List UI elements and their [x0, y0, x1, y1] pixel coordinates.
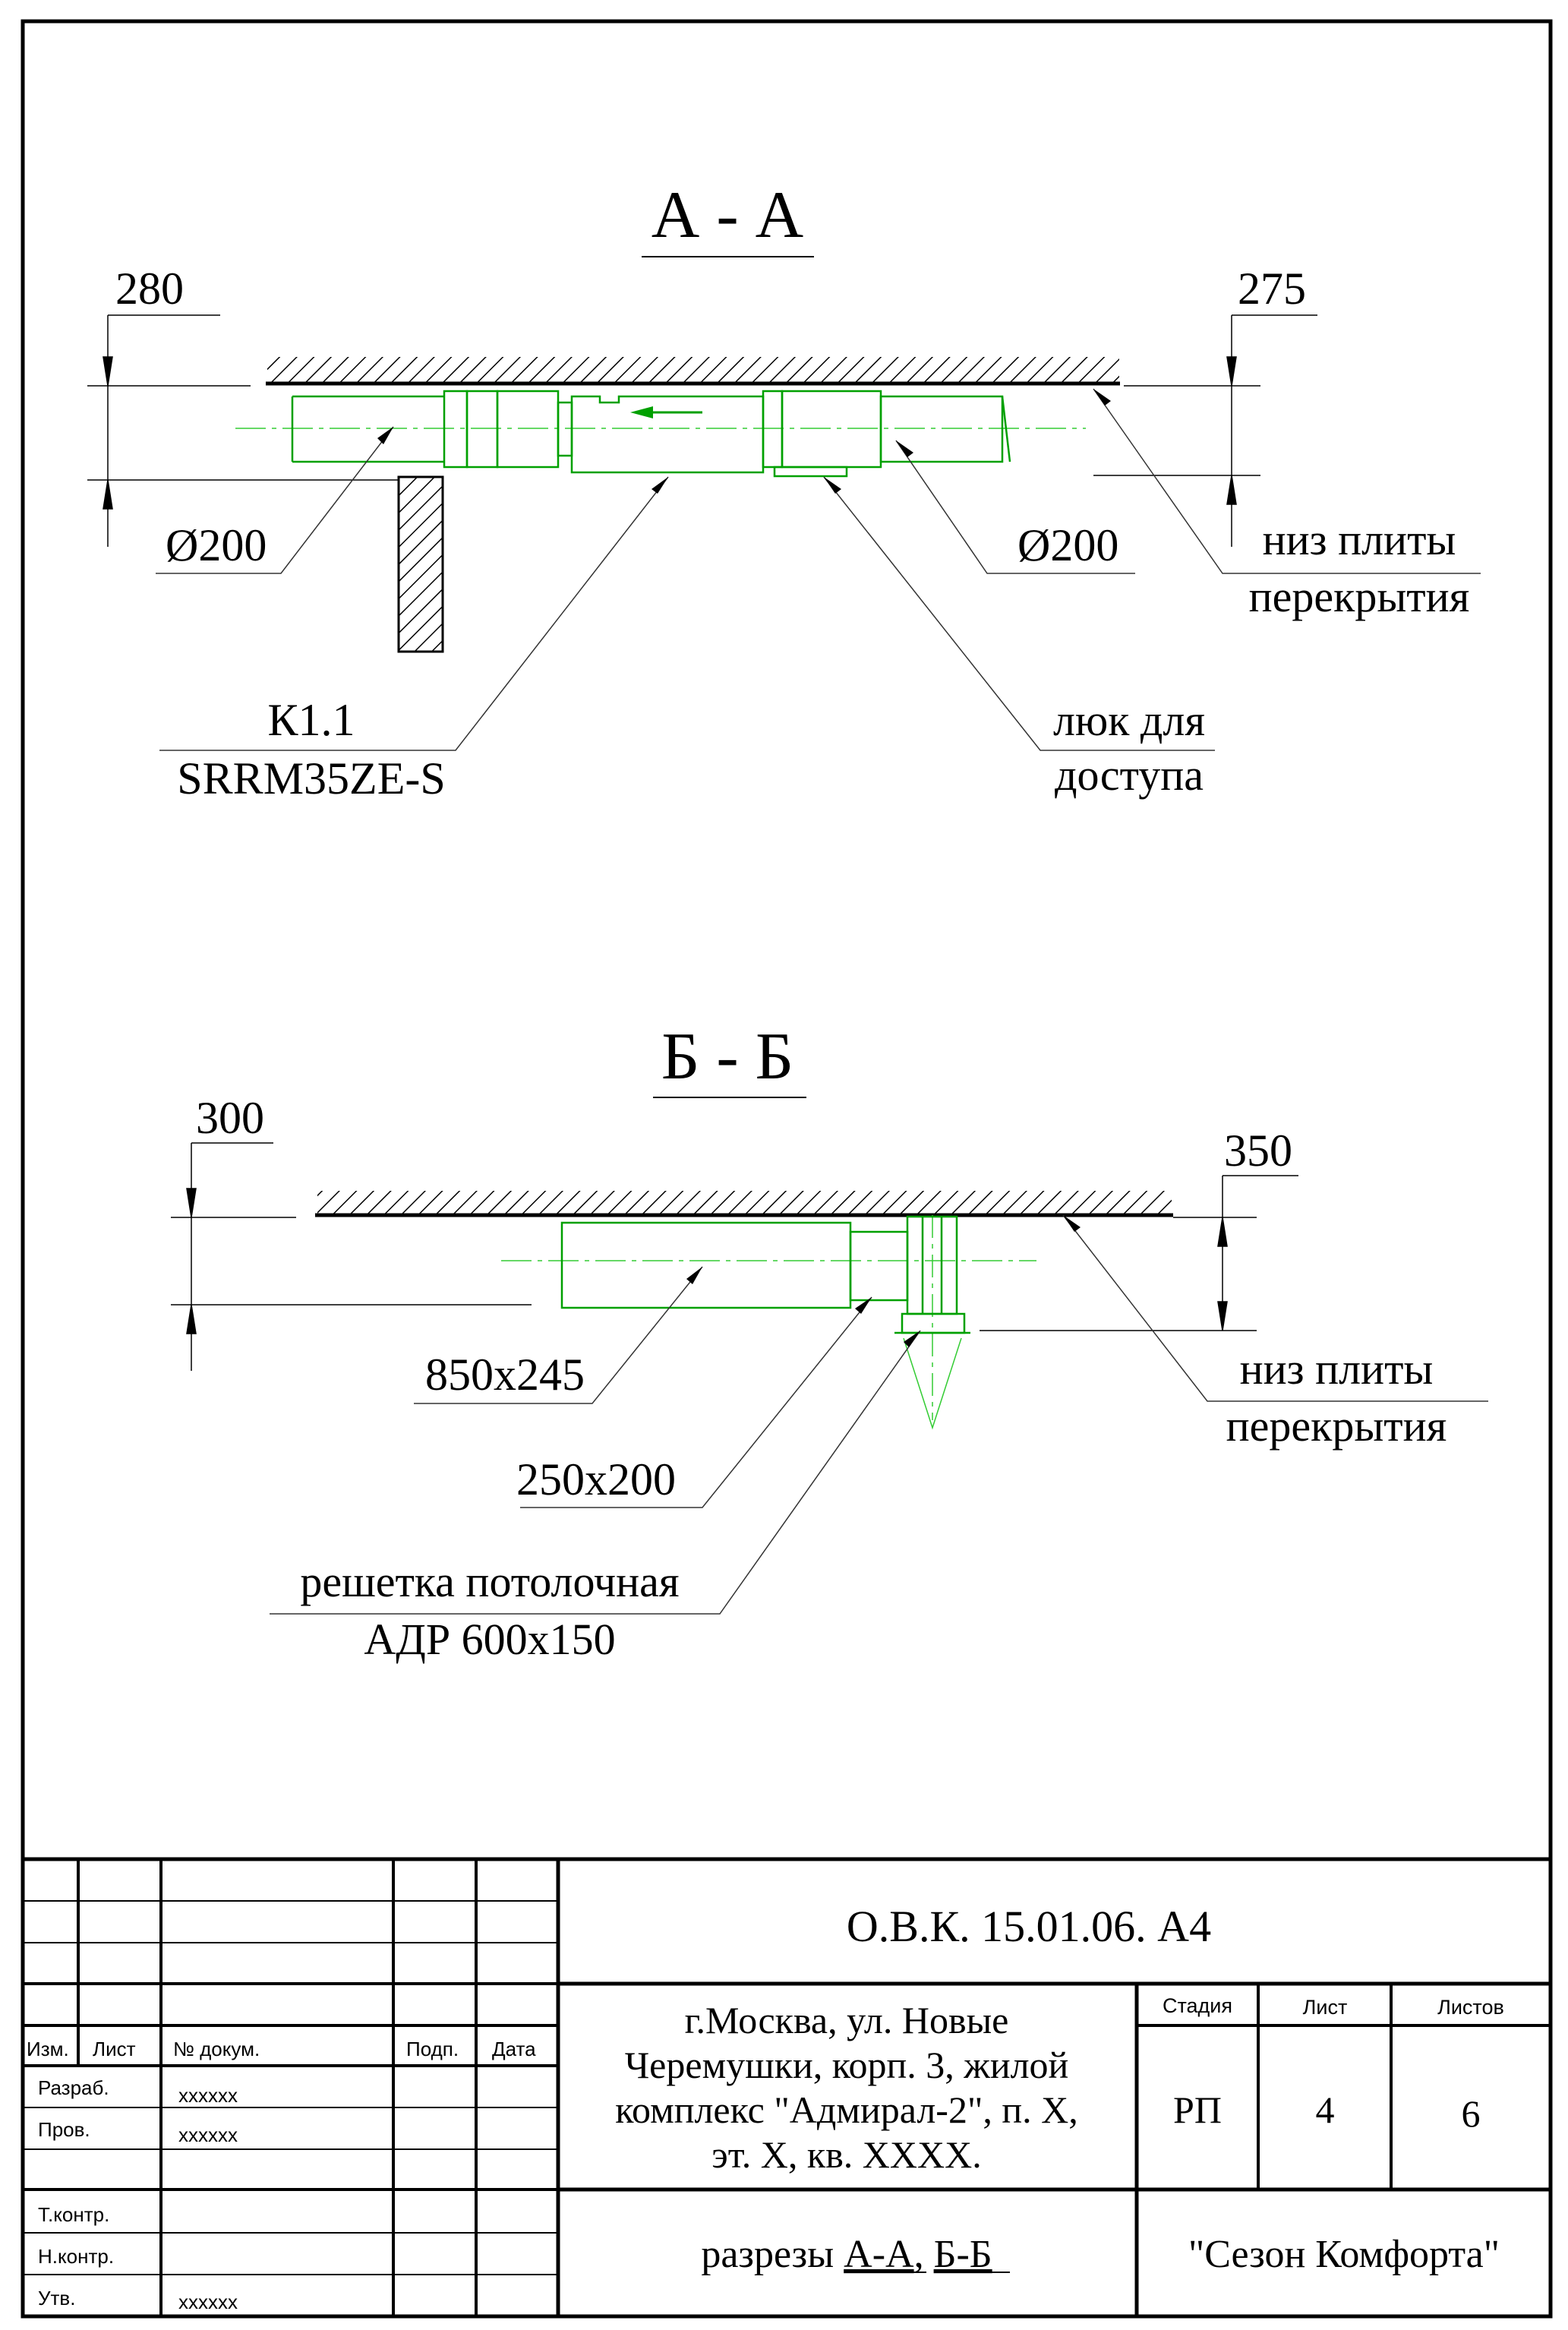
- slab-label-bb-2: перекрытия: [1226, 1401, 1447, 1451]
- ventilation-unit-aa: [291, 390, 1011, 478]
- section-bb-title: Б - Б: [661, 1020, 793, 1094]
- razrab-value: xxxxxx: [178, 2084, 238, 2107]
- stage-header: Стадия: [1163, 1994, 1232, 2017]
- diameter-left-label: Ø200: [166, 520, 267, 570]
- sheet-title-aa: А-А: [844, 2233, 914, 2276]
- wall-aa: [397, 475, 444, 653]
- col-data: Дата: [492, 2038, 536, 2060]
- utv-value: xxxxxx: [178, 2291, 238, 2313]
- section-aa: А - А: [87, 178, 1481, 804]
- duct-and-grille-bb: [560, 1215, 970, 1430]
- dimension-280-value: 280: [115, 264, 184, 314]
- col-podp: Подп.: [406, 2038, 459, 2060]
- sheet-header: Лист: [1303, 1996, 1348, 2019]
- address-line-2: Черемушки, корп. 3, жилой: [625, 2044, 1069, 2086]
- row-prov: Пров.: [38, 2118, 90, 2141]
- row-utv: Утв.: [38, 2287, 75, 2309]
- sheets-header: Листов: [1437, 1996, 1504, 2019]
- unit-label-aa-1: К1.1: [267, 695, 355, 745]
- dimension-300-value: 300: [196, 1093, 264, 1143]
- leaders-aa: [156, 388, 1481, 751]
- dimension-350: [980, 1175, 1298, 1331]
- sheet-frame: [21, 19, 1553, 2319]
- address-line-3: комплекс "Адмирал-2", п. Х,: [615, 2088, 1077, 2131]
- title-block: [23, 1857, 1551, 2316]
- unit-label-aa-2: SRRM35ZE-S: [177, 753, 445, 804]
- diameter-right-label: Ø200: [1017, 520, 1118, 570]
- duct-big-label: 850х245: [425, 1350, 585, 1400]
- sheet-value: 4: [1316, 2088, 1335, 2131]
- dimension-280: [87, 314, 399, 547]
- sheets-value: 6: [1462, 2092, 1481, 2135]
- ceiling-slab-bb: [315, 1191, 1173, 1217]
- slab-label-aa-2: перекрытия: [1249, 572, 1470, 621]
- stage-value: РП: [1173, 2088, 1222, 2131]
- address-line-4: эт. Х, кв. ХХХХ.: [711, 2133, 982, 2176]
- airflow-arrow-icon: [630, 406, 702, 418]
- slab-label-bb-1: низ плиты: [1240, 1344, 1434, 1394]
- col-izm: Изм.: [27, 2038, 69, 2060]
- row-nkontr: Н.контр.: [38, 2245, 114, 2268]
- row-tkontr: Т.контр.: [38, 2203, 109, 2226]
- col-dokum: № докум.: [173, 2038, 260, 2060]
- grille-label-2: АДР 600х150: [364, 1615, 615, 1664]
- dimension-300: [171, 1142, 532, 1371]
- hatch-label-aa-1: люк для: [1053, 696, 1205, 745]
- section-bb: Б - Б 300: [171, 1020, 1488, 1664]
- grille-label-1: решетка потолочная: [300, 1557, 679, 1606]
- section-aa-title: А - А: [651, 178, 803, 252]
- company-name: "Сезон Комфорта": [1188, 2233, 1500, 2276]
- dimension-350-value: 350: [1224, 1126, 1292, 1176]
- hatch-label-aa-2: доступа: [1055, 750, 1204, 800]
- slab-label-aa-1: низ плиты: [1263, 515, 1456, 564]
- sheet-title: разрезы А-А, Б-Б: [701, 2233, 992, 2276]
- duct-small-label: 250х200: [516, 1454, 676, 1504]
- dimension-275-value: 275: [1238, 264, 1306, 314]
- address-line-1: г.Москва, ул. Новые: [685, 1999, 1009, 2041]
- ceiling-slab-aa: [266, 357, 1120, 386]
- leaders-bb: [270, 1214, 1488, 1615]
- col-list: Лист: [93, 2038, 136, 2060]
- row-razrab: Разраб.: [38, 2076, 109, 2099]
- dimension-275: [1093, 314, 1317, 547]
- sheet-title-bb: Б-Б: [934, 2233, 992, 2276]
- prov-value: xxxxxx: [178, 2123, 238, 2146]
- doc-code: О.В.К. 15.01.06. А4: [847, 1902, 1211, 1951]
